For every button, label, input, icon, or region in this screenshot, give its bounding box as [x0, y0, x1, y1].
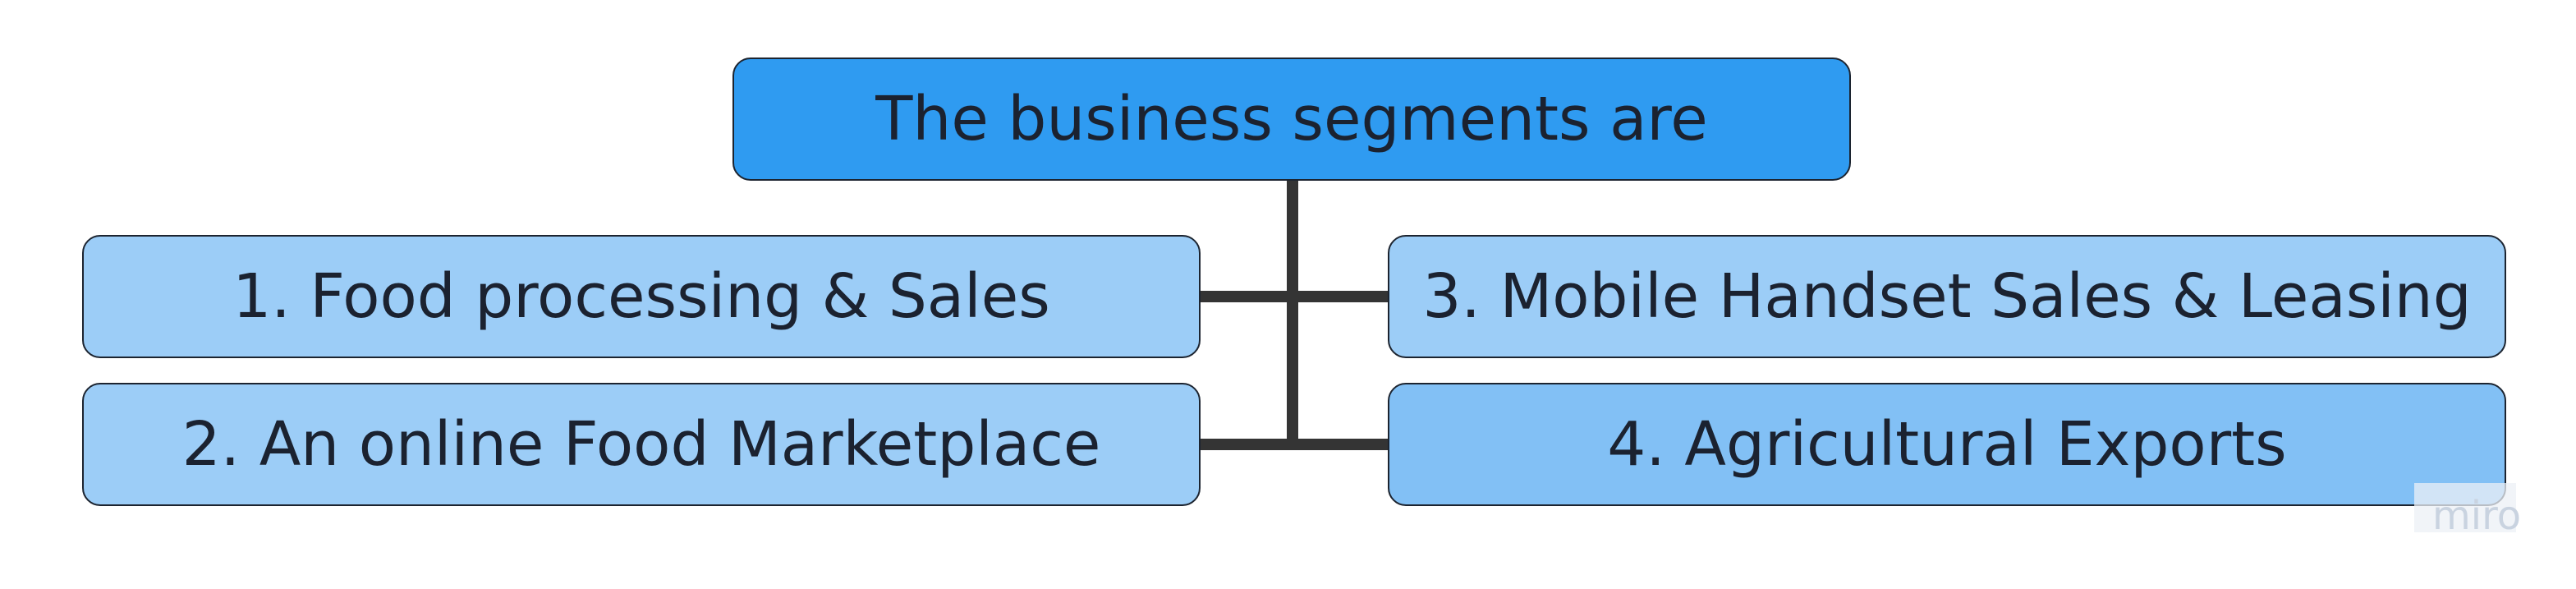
root-node-label: The business segments are: [875, 84, 1708, 154]
segment-node-1-label: 1. Food processing & Sales: [232, 261, 1050, 332]
segment-node-2-label: 2. An online Food Marketplace: [181, 409, 1101, 480]
miro-watermark-backdrop: [2414, 483, 2516, 532]
segment-node-3[interactable]: 3. Mobile Handset Sales & Leasing: [1388, 235, 2506, 358]
segment-node-3-label: 3. Mobile Handset Sales & Leasing: [1422, 261, 2472, 332]
root-node[interactable]: The business segments are: [732, 58, 1851, 181]
miro-watermark: miro: [2432, 493, 2522, 539]
segment-node-4-label: 4. Agricultural Exports: [1607, 409, 2287, 480]
segment-node-1[interactable]: 1. Food processing & Sales: [82, 235, 1201, 358]
segment-node-2[interactable]: 2. An online Food Marketplace: [82, 383, 1201, 506]
segment-node-4[interactable]: 4. Agricultural Exports: [1388, 383, 2506, 506]
